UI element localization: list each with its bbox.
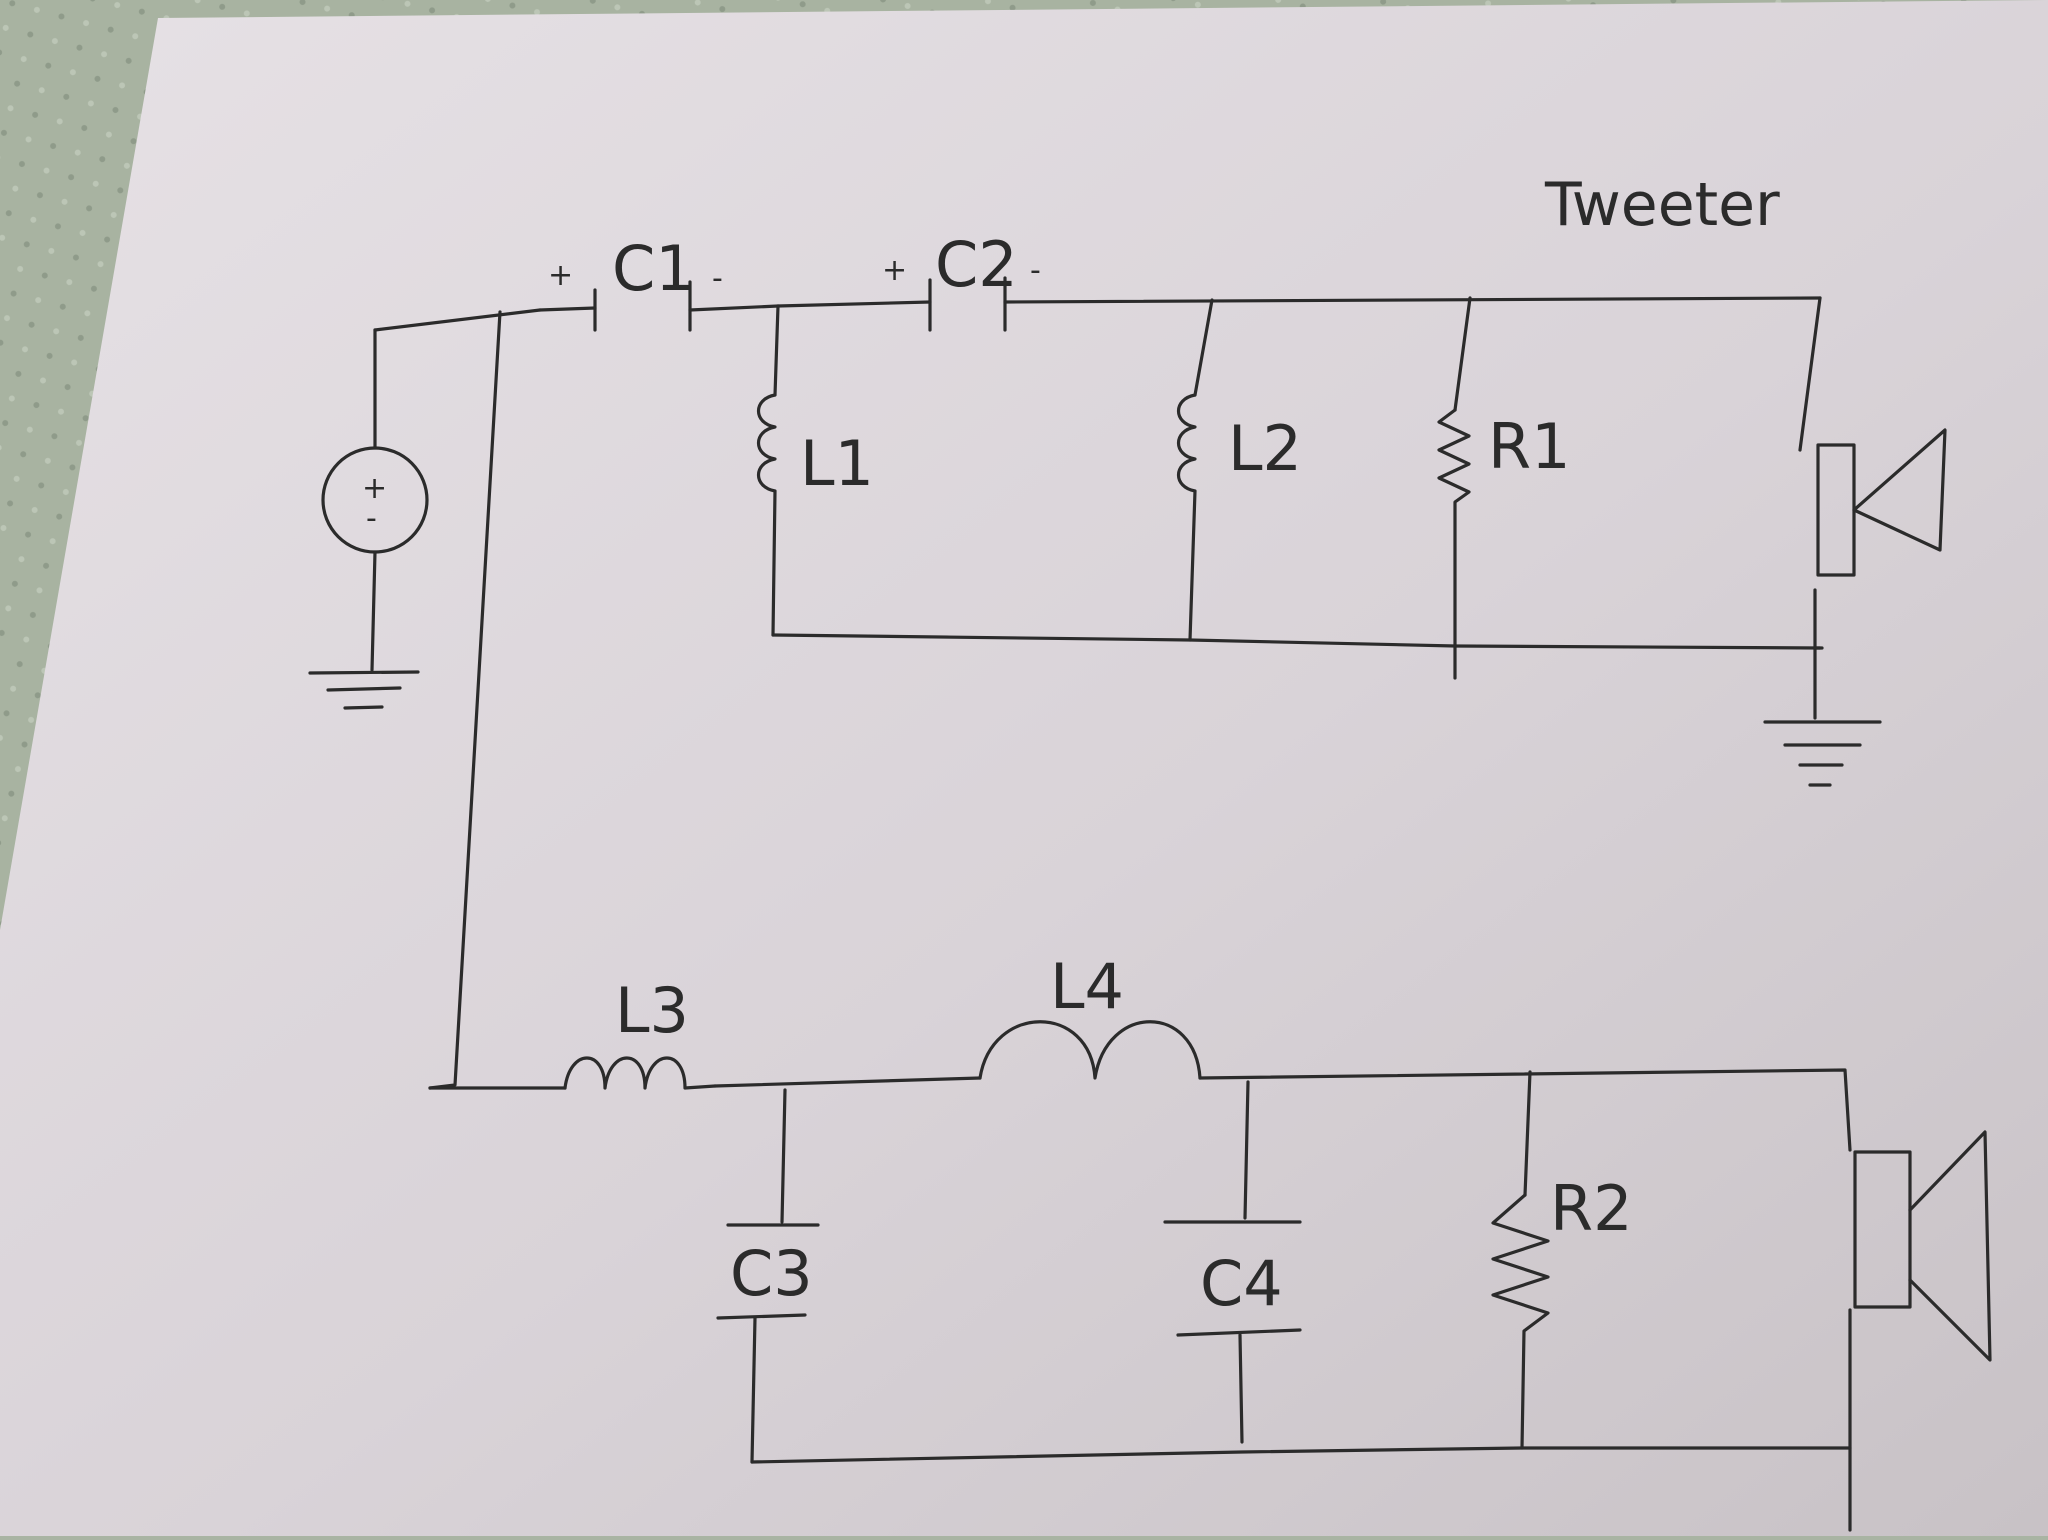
label-r1: R1 (1488, 410, 1571, 483)
label-r2: R2 (1550, 1172, 1633, 1245)
source-minus-sign: - (366, 501, 377, 536)
label-l2: L2 (1228, 412, 1302, 485)
label-l1: L1 (800, 427, 874, 500)
c1-minus-sign: - (712, 261, 723, 296)
source-plus-sign: + (362, 471, 387, 506)
diagram-title: Tweeter (1544, 170, 1780, 240)
ground-symbol-left (308, 670, 420, 710)
woofer-speaker-cone (1908, 1130, 1992, 1362)
label-c1: C1 (612, 232, 695, 305)
label-l3: L3 (615, 974, 689, 1047)
tweeter-circuit: + - C1 + - C2 L1 L2 R1 (428, 228, 1947, 1090)
label-c3: C3 (730, 1237, 813, 1310)
woofer-speaker-body (1853, 1150, 1912, 1309)
c2-plus-sign: + (882, 253, 907, 288)
label-c4: C4 (1200, 1247, 1283, 1320)
c1-plus-sign: + (548, 258, 573, 293)
c2-minus-sign: - (1030, 253, 1041, 288)
woofer-circuit: L3 L4 C3 C4 R2 (428, 950, 1992, 1532)
label-l4: L4 (1050, 950, 1124, 1023)
voltage-source: + - (321, 308, 542, 672)
label-c2: C2 (935, 228, 1018, 301)
tweeter-speaker-cone (1852, 428, 1947, 552)
ground-symbol-right (1763, 720, 1882, 787)
